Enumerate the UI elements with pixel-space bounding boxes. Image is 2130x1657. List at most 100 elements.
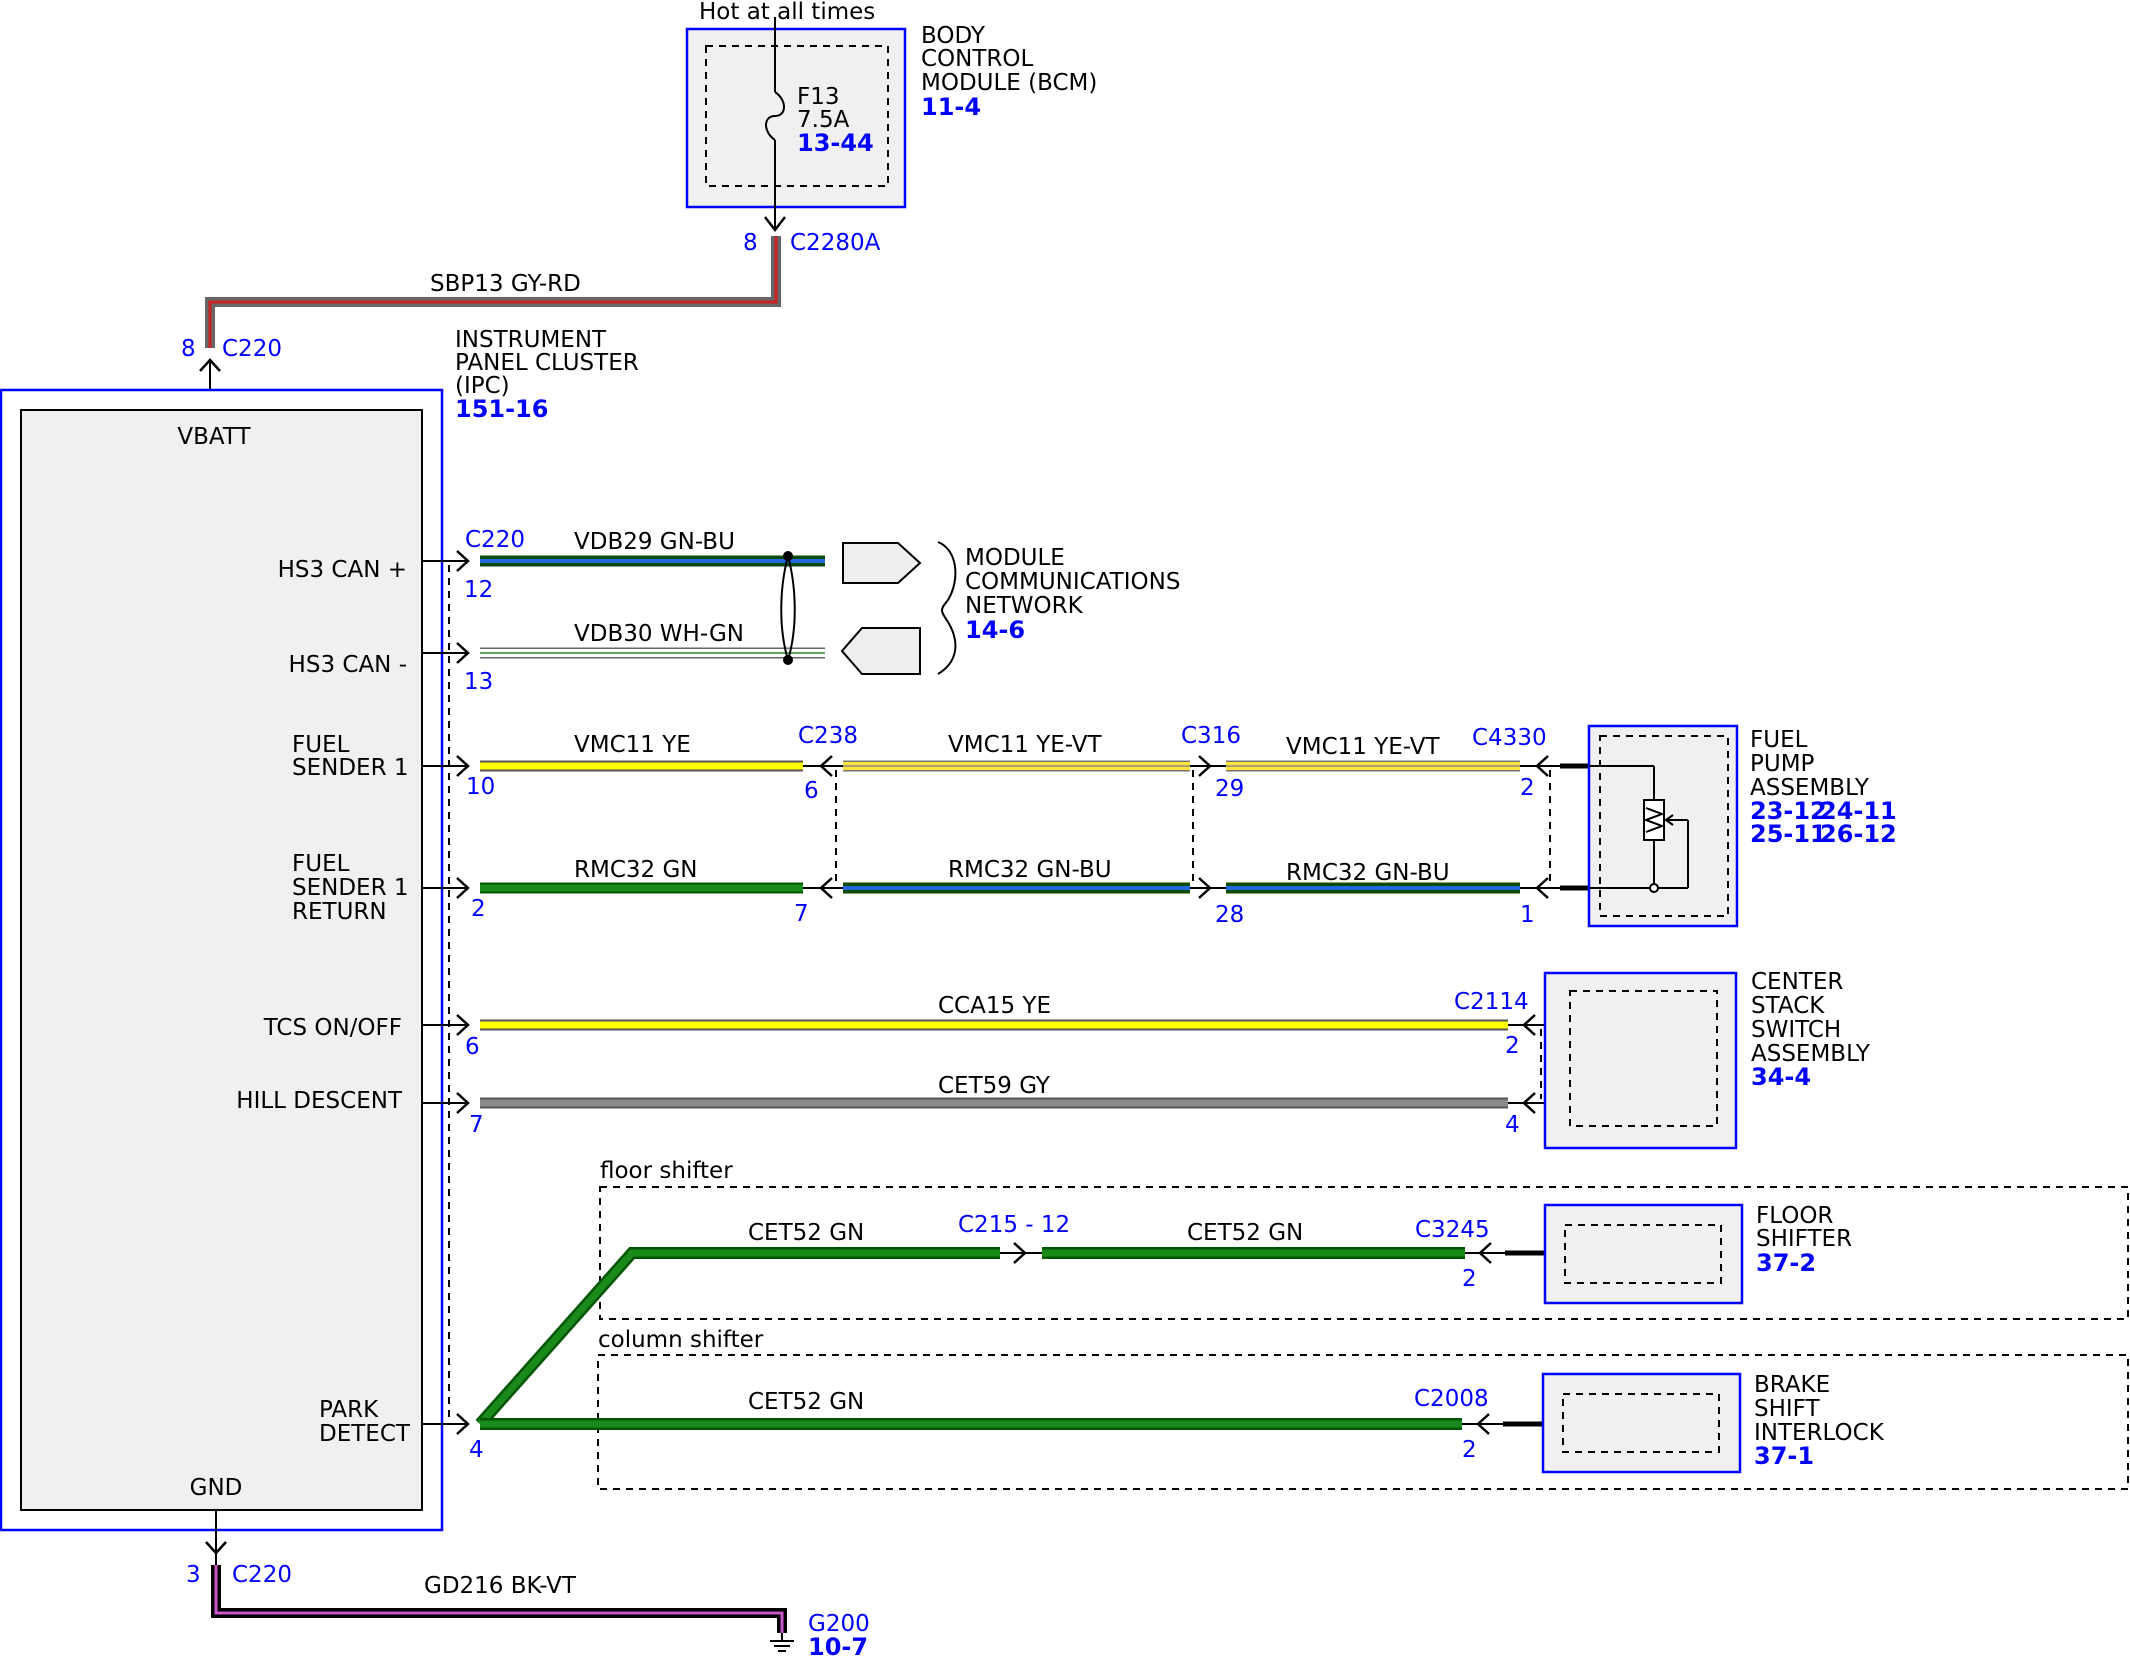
wire-sbp13[interactable]	[205, 236, 781, 348]
ipc-pin-hs3-minus: 13	[464, 669, 493, 695]
ipc-pin-hs3-plus: 12	[464, 577, 493, 603]
ipc-fuel-sender-return-line2: SENDER 1	[292, 875, 409, 901]
ipc-ref-link[interactable]: 151-16	[455, 395, 548, 423]
connector-arrow-icon	[205, 1541, 227, 1555]
ground-connector-label[interactable]: C220	[232, 1562, 292, 1588]
css-title-line1: CENTER	[1751, 969, 1843, 995]
network-connector-icon	[842, 542, 922, 584]
wire-rmc32-label-1: RMC32 GN	[574, 857, 698, 883]
wire-vmc11-label-2: VMC11 YE-VT	[948, 732, 1102, 758]
c4330-connector[interactable]	[1520, 755, 1589, 899]
c2008-pin: 2	[1462, 1437, 1477, 1463]
wire-rmc32-label-2: RMC32 GN-BU	[948, 857, 1112, 883]
ipc-fuel-sender-line2: SENDER 1	[292, 755, 409, 781]
ipc-vbatt-connector[interactable]: C220	[222, 336, 282, 362]
c238-label[interactable]: C238	[798, 723, 858, 749]
bcm-title-line1: BODY	[921, 23, 986, 49]
bsi-title-line1: BRAKE	[1754, 1372, 1830, 1398]
floor-shifter-title-line1: FLOOR	[1756, 1203, 1833, 1229]
floor-shifter-box[interactable]	[1543, 1203, 1744, 1305]
wire-sbp13-label: SBP13 GY-RD	[430, 271, 581, 297]
bsi-ref-link[interactable]: 37-1	[1754, 1442, 1814, 1470]
bcm-connector-label[interactable]: C2280A	[790, 230, 881, 256]
fuse-ref-link[interactable]: 13-44	[797, 129, 874, 157]
fuse-name: F13	[797, 84, 840, 110]
ipc-gnd-label: GND	[190, 1475, 243, 1501]
brake-shift-interlock-box[interactable]	[1541, 1372, 1742, 1474]
ipc-title-line2: PANEL CLUSTER	[455, 350, 639, 376]
ipc-hs3-can-minus-label: HS3 CAN -	[289, 652, 407, 678]
wire-gd216[interactable]	[211, 1565, 787, 1633]
bcm-title-line2: CONTROL	[921, 46, 1034, 72]
floor-shifter-inner-dashed	[1564, 1224, 1722, 1284]
c316-pin-bottom: 28	[1215, 902, 1244, 928]
c215-inline-connector[interactable]	[1000, 1242, 1042, 1264]
ipc-title-line3: (IPC)	[455, 373, 510, 399]
wire-cet52-floor-segment-1[interactable]	[475, 1247, 1000, 1428]
mcn-title-line2: COMMUNICATIONS	[965, 569, 1180, 595]
bcm-title-line3: MODULE (BCM)	[921, 70, 1097, 96]
brake-shift-interlock-inner-dashed	[1562, 1393, 1720, 1453]
wire-cet52-floor-label-1: CET52 GN	[748, 1220, 864, 1246]
c3245-label[interactable]: C3245	[1415, 1217, 1490, 1243]
brace-icon	[937, 541, 957, 675]
fuse-icon	[765, 91, 785, 141]
ipc-tcs-label: TCS ON/OFF	[263, 1015, 402, 1041]
c316-pin-top: 29	[1215, 776, 1244, 802]
css-title-line4: ASSEMBLY	[1751, 1041, 1871, 1067]
bsi-title-line2: SHIFT	[1754, 1396, 1821, 1422]
fuel-pump-ref-link-4[interactable]: 26-12	[1820, 820, 1897, 848]
c3245-pin: 2	[1462, 1266, 1477, 1292]
bcm-box[interactable]	[685, 27, 907, 209]
wire-cet59-label: CET59 GY	[938, 1073, 1051, 1099]
c4330-label[interactable]: C4330	[1472, 725, 1547, 751]
c238-pin-bottom: 7	[794, 901, 809, 927]
css-ref-link[interactable]: 34-4	[1751, 1063, 1811, 1091]
c316-connector[interactable]	[1190, 755, 1226, 899]
floor-shifter-ref-link[interactable]: 37-2	[1756, 1249, 1816, 1277]
css-title-line3: SWITCH	[1751, 1017, 1841, 1043]
column-shifter-group-label: column shifter	[598, 1327, 764, 1353]
wire-vdb29-label: VDB29 GN-BU	[574, 529, 735, 555]
mcn-ref-link[interactable]: 14-6	[965, 616, 1025, 644]
c2008-connector[interactable]	[1462, 1413, 1543, 1435]
fuel-pump-ref-link-2[interactable]: 24-11	[1820, 797, 1897, 825]
ground-name[interactable]: G200	[808, 1611, 870, 1637]
c3245-connector[interactable]	[1465, 1242, 1545, 1264]
mcn-title-line1: MODULE	[965, 545, 1065, 571]
c2114-label[interactable]: C2114	[1454, 989, 1529, 1015]
fuel-pump-title-line1: FUEL	[1750, 727, 1808, 753]
ipc-pin-fuel-sender: 10	[466, 774, 495, 800]
c2008-label[interactable]: C2008	[1414, 1386, 1489, 1412]
fuse-rating: 7.5A	[797, 107, 850, 133]
c238-connector[interactable]	[803, 755, 843, 899]
center-stack-box[interactable]	[1543, 971, 1738, 1150]
fuel-pump-ref-link-3[interactable]: 25-11	[1750, 820, 1827, 848]
ipc-fuel-sender-line1: FUEL	[292, 732, 350, 758]
ipc-pin-tcs: 6	[465, 1034, 480, 1060]
ipc-fuel-sender-return-line1: FUEL	[292, 851, 350, 877]
wire-gd216-label: GD216 BK-VT	[424, 1573, 577, 1599]
wire-vdb30-label: VDB30 WH-GN	[574, 621, 744, 647]
fuel-pump-box[interactable]	[1587, 724, 1739, 928]
bcm-ref-link[interactable]: 11-4	[921, 93, 981, 121]
ground-icon	[770, 1633, 794, 1652]
ipc-park-detect-line1: PARK	[319, 1397, 379, 1423]
mcn-title-line3: NETWORK	[965, 593, 1084, 619]
fuel-pump-module: FUEL PUMP ASSEMBLY 23-12 24-11 25-11 26-…	[1587, 724, 1897, 928]
wire-cet52-floor-label-2: CET52 GN	[1187, 1220, 1303, 1246]
bcm-pin: 8	[743, 230, 758, 256]
c215-label[interactable]: C215 - 12	[958, 1212, 1070, 1238]
fuel-pump-inner-dashed	[1599, 735, 1729, 917]
brake-shift-interlock-module: BRAKE SHIFT INTERLOCK 37-1	[1541, 1372, 1885, 1474]
c316-label[interactable]: C316	[1181, 723, 1241, 749]
center-stack-inner-dashed	[1569, 990, 1718, 1127]
connector-arrow-icon	[764, 216, 786, 233]
floor-shifter-option-box	[599, 1186, 2129, 1320]
ipc-c220-connector[interactable]: C220	[465, 527, 525, 553]
ground-ref-link[interactable]: 10-7	[808, 1633, 868, 1657]
twisted-pair-icon	[780, 551, 796, 665]
fuel-pump-ref-link-1[interactable]: 23-12	[1750, 797, 1827, 825]
fuel-pump-title-line2: PUMP	[1750, 751, 1815, 777]
